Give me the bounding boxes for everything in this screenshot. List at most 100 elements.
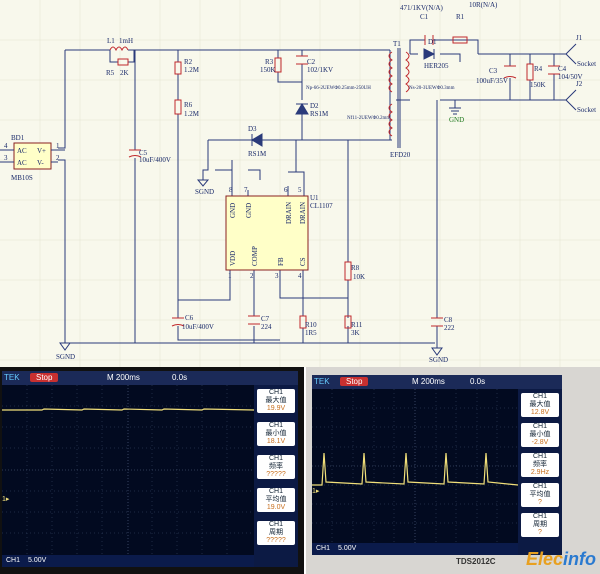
scope-footer-scale-left: 5.00V	[28, 557, 47, 564]
capacitor-c7	[248, 315, 260, 325]
scope-right-mean[interactable]: CH1 平均值 ?	[521, 483, 559, 507]
scope-grid-right: 1▸	[312, 389, 518, 543]
scope-timebase-left: M 200ms	[107, 373, 140, 382]
resistor-r11	[344, 315, 352, 329]
scope-topbar-left: TEK Stop M 200ms 0.0s	[2, 371, 298, 385]
diode-d2	[295, 103, 309, 115]
label-d1-value: HER205	[424, 62, 449, 70]
label-bd1-vminus: V-	[37, 159, 44, 167]
label-u1-pin-fb: FB	[277, 257, 285, 266]
scope-left-mean-title: CH1	[268, 488, 283, 495]
scope-right-max-title: CH1	[532, 393, 547, 400]
label-t1-part: EFD20	[390, 151, 411, 159]
watermark-part-b: info	[563, 549, 596, 569]
resistor-r5	[117, 58, 129, 66]
capacitor-c3	[503, 65, 517, 79]
ic-u1	[225, 195, 309, 271]
scope-status-left: Stop	[30, 373, 59, 382]
scope-left-mean-value: 19.0V	[266, 504, 286, 511]
scope-right-min[interactable]: CH1 最小值 -2.8V	[521, 423, 559, 447]
label-ns-winding: Ns-20-3UEWΦ0.3mm	[409, 86, 455, 91]
label-bd1-ac1: AC	[17, 147, 27, 155]
scope-footer-scale-right: 5.00V	[338, 545, 357, 552]
label-u1-pin6: 6	[284, 186, 288, 194]
label-r11-value: 3K	[351, 329, 360, 337]
scope-trace-left	[2, 408, 254, 411]
label-u1-pin-gnd2: GND	[245, 203, 253, 218]
scope-ch1-marker-right: 1▸	[312, 488, 320, 495]
diode-d3	[251, 133, 263, 147]
scope-topbar-right: TEK Stop M 200ms 0.0s	[312, 375, 562, 389]
scope-trace-right	[312, 452, 518, 486]
scope-left-period-value: ?????	[266, 537, 286, 544]
label-r5: R5	[106, 69, 115, 77]
label-u1-pin-drain1: DRAIN	[285, 202, 293, 224]
scope-left-period[interactable]: CH1 周期 ?????	[257, 521, 295, 545]
label-u1-pin1: 1	[228, 272, 232, 280]
label-u1-pin-drain2: DRAIN	[299, 202, 307, 224]
label-r8: R8	[351, 264, 360, 272]
label-u1-pin8: 8	[229, 186, 233, 194]
scope-left-max-title: CH1	[268, 389, 283, 396]
label-r11: R11	[351, 321, 363, 329]
capacitor-c2	[296, 55, 308, 65]
resistor-r3	[274, 57, 282, 73]
resistor-r8	[344, 261, 352, 281]
label-c3: C3	[489, 67, 498, 75]
sgnd-symbol-2	[59, 342, 71, 351]
scope-footer-left: CH1 5.00V	[2, 555, 254, 567]
scope-right-mean-title: CH1	[532, 483, 547, 490]
scope-bezel-model: TDS2012C	[456, 557, 496, 566]
label-u1-pin7: 7	[244, 186, 248, 194]
scope-brand-right: TEK	[314, 377, 330, 386]
resistor-r1	[452, 36, 468, 44]
transformer-t1	[388, 48, 410, 148]
label-j2-name: Socket	[577, 106, 596, 114]
scope-right-freq[interactable]: CH1 频率 2.9Hz	[521, 453, 559, 477]
capacitor-c8	[431, 317, 443, 327]
label-d1: D1	[428, 38, 437, 46]
scope-right-period-label: 周期	[533, 521, 547, 528]
label-np-winding: Np-66-2UEWΦ0.25mm-250UH	[306, 86, 371, 91]
label-c8: C8	[444, 316, 453, 324]
label-c4: C4	[558, 65, 567, 73]
scope-left-max-value: 19.9V	[266, 405, 286, 412]
scope-screen-right: TEK Stop M 200ms 0.0s 1▸ CH1 最大值 12.8V	[312, 375, 562, 555]
scope-right-min-title: CH1	[532, 423, 547, 430]
capacitor-c5	[128, 149, 142, 158]
resistor-r6	[174, 99, 182, 115]
label-u1-pin5: 5	[298, 186, 302, 194]
label-r3-value: 150K	[260, 66, 276, 74]
scope-brand-left: TEK	[4, 373, 20, 382]
label-u1-pin3: 3	[275, 272, 279, 280]
scope-offset-right: 0.0s	[470, 377, 486, 386]
label-t1: T1	[393, 40, 401, 48]
label-sgnd-1: SGND	[195, 188, 214, 196]
ground-symbol-output	[449, 107, 461, 115]
oscilloscope-photo-right: TEK Stop M 200ms 0.0s 1▸ CH1 最大值 12.8V	[306, 367, 600, 574]
wires	[58, 39, 566, 348]
scope-left-freq[interactable]: CH1 频率 ?????	[257, 455, 295, 479]
diode-d1	[423, 48, 436, 60]
label-bd1: BD1	[11, 134, 25, 142]
label-r4-value: 150K	[530, 81, 546, 89]
resistor-r4	[526, 63, 534, 81]
scope-left-mean[interactable]: CH1 平均值 19.0V	[257, 488, 295, 512]
scope-right-period[interactable]: CH1 周期 ?	[521, 513, 559, 537]
scope-right-min-value: -2.8V	[531, 439, 549, 446]
label-c6-value: 10uF/400V	[182, 323, 214, 331]
scope-left-max[interactable]: CH1 最大值 19.9V	[257, 389, 295, 413]
label-c3-value: 100uF/35V	[476, 77, 508, 85]
label-r3: R3	[265, 58, 274, 66]
capacitor-c6	[171, 317, 185, 327]
scope-right-max[interactable]: CH1 最大值 12.8V	[521, 393, 559, 417]
label-c5: C5	[139, 149, 148, 157]
label-sgnd-3: SGND	[429, 356, 448, 364]
label-u1-pin-gnd1: GND	[229, 203, 237, 218]
oscilloscope-photo-left: TEK Stop M 200ms 0.0s 1▸ CH1 最大值 19.9V	[0, 367, 304, 574]
scope-status-right: Stop	[340, 377, 369, 386]
scope-left-min[interactable]: CH1 最小值 18.1V	[257, 422, 295, 446]
label-nf-winding: Nf11-2UEWΦ0.2mm	[347, 116, 390, 121]
scope-right-mean-value: ?	[538, 499, 542, 506]
